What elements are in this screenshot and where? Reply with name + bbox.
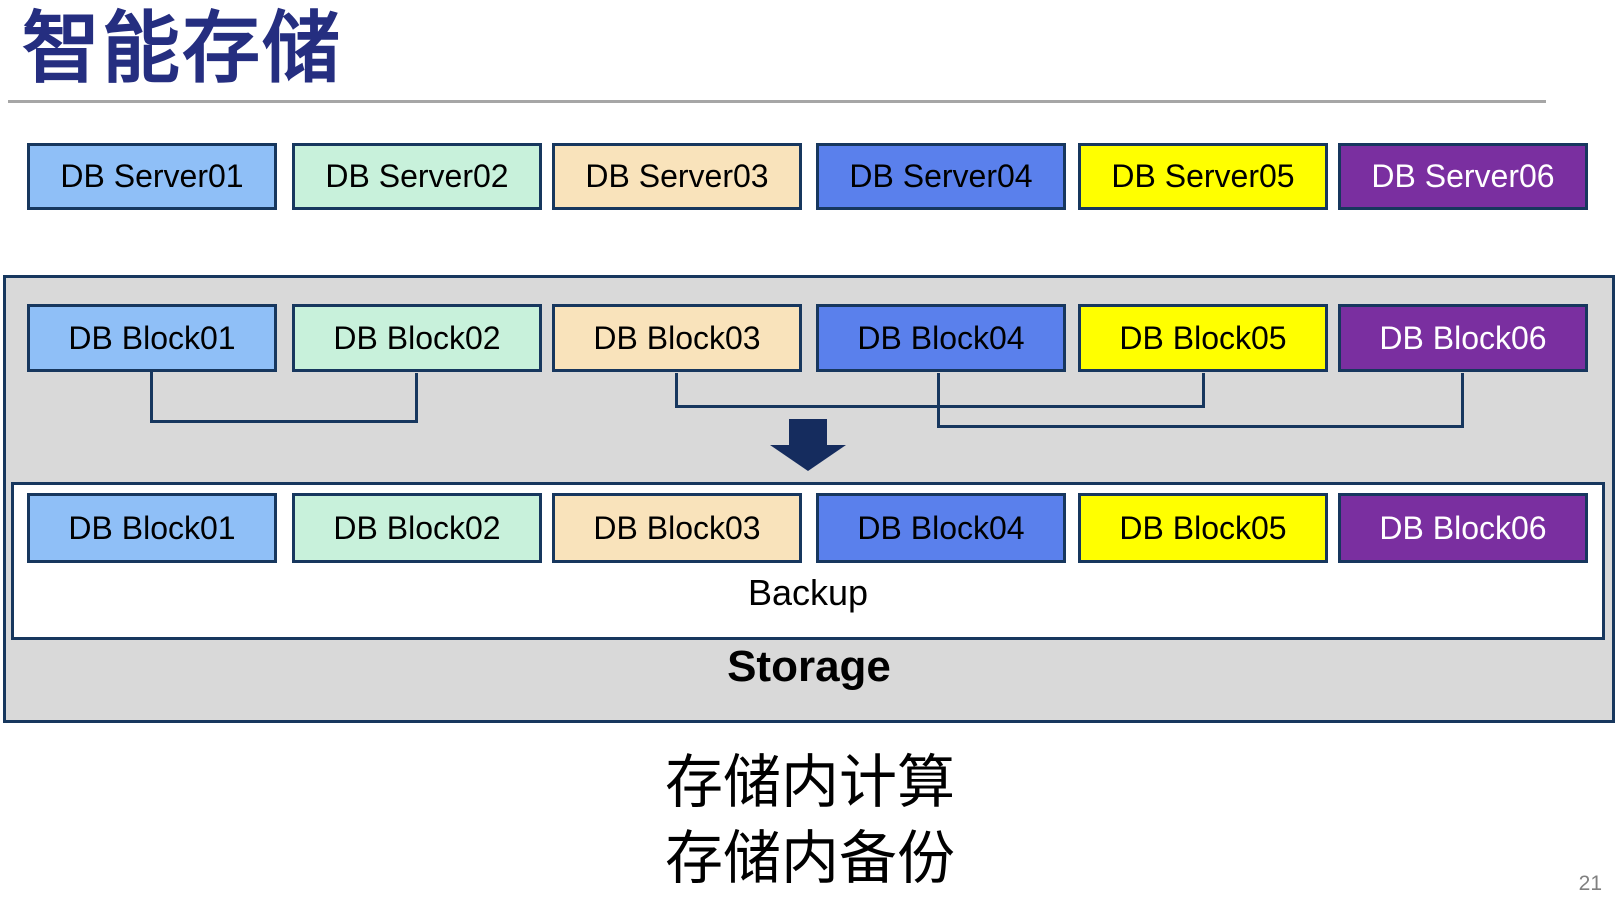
connector-block4-vertical — [937, 373, 940, 428]
db-block-backup-box-6: DB Block06 — [1338, 493, 1588, 563]
db-block-top-box-3: DB Block03 — [552, 304, 802, 372]
db-server-box-2: DB Server02 — [292, 143, 542, 210]
db-block-backup-box-1: DB Block01 — [27, 493, 277, 563]
connector-blocks-4-6-horizontal — [937, 425, 1464, 428]
connector-blocks-1-2-horizontal — [150, 420, 418, 423]
db-block-top-box-6: DB Block06 — [1338, 304, 1588, 372]
title-separator-line — [8, 100, 1546, 103]
db-server-box-4: DB Server04 — [816, 143, 1066, 210]
db-block-backup-box-2: DB Block02 — [292, 493, 542, 563]
db-block-top-box-2: DB Block02 — [292, 304, 542, 372]
db-block-top-box-1: DB Block01 — [27, 304, 277, 372]
caption-line-1: 存储内计算 — [664, 750, 955, 815]
connector-block2-vertical — [415, 373, 418, 423]
db-block-backup-box-3: DB Block03 — [552, 493, 802, 563]
down-arrow-head-icon — [770, 445, 846, 471]
slide-title: 智能存储 — [22, 4, 343, 92]
page-number: 21 — [1578, 872, 1602, 895]
db-server-box-3: DB Server03 — [552, 143, 802, 210]
connector-block1-vertical — [150, 371, 153, 423]
caption: 存储内计算 存储内备份 — [0, 745, 1620, 897]
connector-block6-vertical — [1461, 373, 1464, 428]
connector-blocks-3-5-horizontal — [675, 405, 1205, 408]
down-arrow-icon — [789, 419, 827, 445]
db-block-backup-box-4: DB Block04 — [816, 493, 1066, 563]
connector-block5-vertical — [1202, 373, 1205, 408]
backup-label: Backup — [747, 572, 869, 613]
db-server-box-5: DB Server05 — [1078, 143, 1328, 210]
db-block-top-box-4: DB Block04 — [816, 304, 1066, 372]
connector-block3-vertical — [675, 373, 678, 408]
db-server-box-1: DB Server01 — [27, 143, 277, 210]
storage-label: Storage — [727, 642, 891, 691]
db-server-box-6: DB Server06 — [1338, 143, 1588, 210]
db-block-top-box-5: DB Block05 — [1078, 304, 1328, 372]
db-block-backup-box-5: DB Block05 — [1078, 493, 1328, 563]
caption-line-2: 存储内备份 — [664, 826, 955, 891]
